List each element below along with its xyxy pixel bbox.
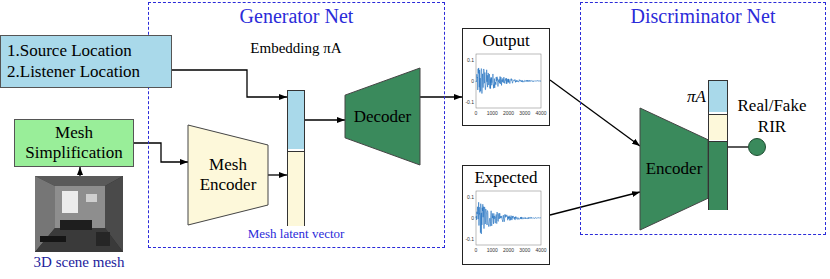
waveform-trace xyxy=(476,68,541,94)
node-label: Decoder xyxy=(348,107,418,127)
trapezoid-shape xyxy=(345,68,420,165)
plot-frame xyxy=(476,191,541,245)
scene-window xyxy=(62,191,78,213)
connector-arrow xyxy=(420,96,462,97)
scene-chair xyxy=(96,232,110,246)
node-label: Output xyxy=(463,31,549,51)
node-label: πA xyxy=(687,87,706,107)
network-group: Generator NetEmbedding πAMesh latent vec… xyxy=(148,2,445,248)
node-label: Embedding πA xyxy=(250,39,341,57)
connector-arrow xyxy=(550,80,640,146)
input-box: 1.Source Location2.Listener Location xyxy=(0,35,172,88)
connector-arrow xyxy=(305,119,345,120)
decoder-block: Decoder xyxy=(345,68,420,165)
connector-arrow xyxy=(134,143,188,162)
tick-label: 3000 xyxy=(519,248,530,253)
tick-label: -0.1 xyxy=(465,237,474,242)
connector-arrow xyxy=(79,167,80,176)
tick-label: 2000 xyxy=(503,248,514,253)
node-label: Mesh Encoder xyxy=(197,155,259,194)
scene-image: 3D scene mesh xyxy=(35,176,123,252)
vector-segment xyxy=(709,81,727,112)
tick-label: -0.1 xyxy=(465,100,474,105)
output-dot: Real/Fake RIR xyxy=(748,138,766,156)
process-box: Mesh Simplification xyxy=(14,119,134,167)
node-label: 2.Listener Location xyxy=(7,62,140,82)
plot-frame xyxy=(476,54,541,108)
node-label: Mesh Simplification xyxy=(21,123,127,164)
trapezoid-shape xyxy=(188,125,268,225)
tick-label: 1000 xyxy=(487,248,498,253)
node-label: Encoder xyxy=(642,159,706,179)
node-label: 1.Source Location xyxy=(7,41,132,61)
connector-arrow xyxy=(728,146,748,147)
tick-label: 3000 xyxy=(519,111,530,116)
tick-label: 4000 xyxy=(535,248,546,253)
encoder-block: Encoder xyxy=(640,108,708,230)
scene-picture xyxy=(86,194,97,202)
scene-floor xyxy=(35,228,123,252)
vector-segment xyxy=(288,151,304,226)
tick-label: 0 xyxy=(471,79,474,84)
scene-sofa xyxy=(60,220,92,230)
connector-arrow xyxy=(550,192,640,215)
node-label: Discriminator Net xyxy=(580,4,826,28)
vector-segment xyxy=(709,141,727,210)
tick-label: 0 xyxy=(475,248,478,253)
node-label: Generator Net xyxy=(148,4,445,28)
trapezoid-shape xyxy=(640,108,708,230)
tick-label: 2000 xyxy=(503,111,514,116)
scene-background xyxy=(35,176,123,252)
embedding-vector: Embedding πAMesh latent vector xyxy=(287,90,305,226)
node-label: 3D scene mesh xyxy=(34,254,125,271)
connector-arrow xyxy=(268,174,287,175)
connector-arrow xyxy=(172,70,287,97)
scene-render xyxy=(35,176,123,252)
tick-label: 0.1 xyxy=(467,195,474,200)
scene-table xyxy=(40,236,66,242)
node-label: Real/Fake RIR xyxy=(733,96,811,137)
embedding-vector: πA xyxy=(708,80,728,210)
plot-frames xyxy=(476,54,541,245)
tick-label: 0 xyxy=(471,216,474,221)
tick-label: 0.1 xyxy=(467,58,474,63)
vector-segment xyxy=(288,91,304,149)
tick-label: 4000 xyxy=(535,111,546,116)
waveform-trace xyxy=(476,202,541,234)
vector-segment xyxy=(709,114,727,140)
tick-label: 0 xyxy=(475,111,478,116)
node-label: Expected xyxy=(463,168,549,188)
network-group: Discriminator NetEncoderπAReal/Fake RIR xyxy=(580,2,826,235)
encoder-block: Mesh Encoder xyxy=(188,125,268,225)
node-label: Mesh latent vector xyxy=(248,227,345,241)
tick-label: 1000 xyxy=(487,111,498,116)
